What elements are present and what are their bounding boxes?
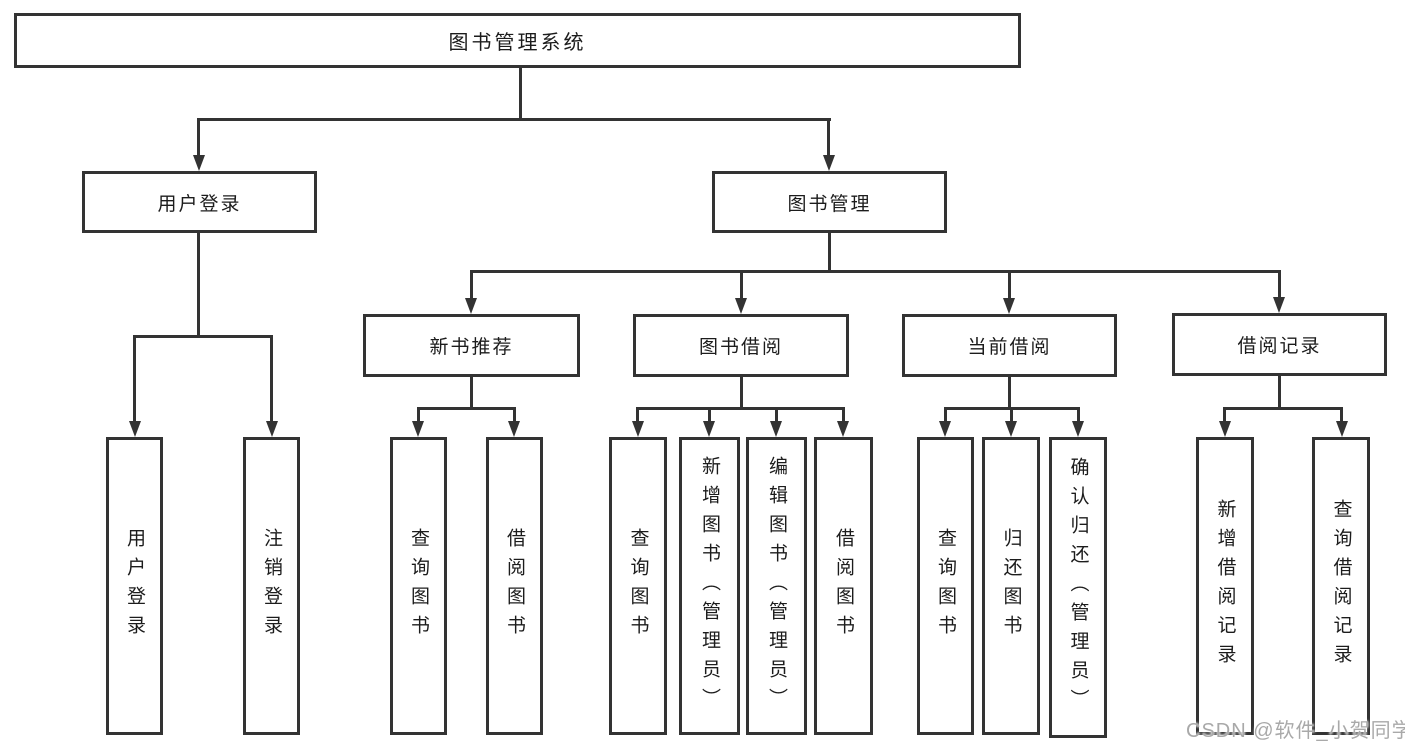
arrow-down-icon [1003, 298, 1015, 314]
arrow-down-icon [1072, 421, 1084, 437]
connector-to-leaf [775, 407, 778, 421]
connector-user-login-stem [197, 233, 200, 335]
connector-to-leaf [513, 407, 516, 421]
leaf-borrow-book: 借阅图书 [814, 437, 873, 735]
arrow-down-icon [703, 421, 715, 437]
node-borrow-records: 借阅记录 [1172, 313, 1387, 376]
leaf-add-borrow-record: 新增借阅记录 [1196, 437, 1254, 735]
leaf-current-query-book: 查询图书 [917, 437, 974, 735]
arrow-down-icon [266, 421, 278, 437]
arrow-down-icon [1219, 421, 1231, 437]
leaf-borrow-query-book: 查询图书 [609, 437, 667, 735]
connector-to-leaf [636, 407, 639, 421]
connector-borrow-records-rail [1223, 407, 1343, 410]
connector-book-borrow-rail [636, 407, 845, 410]
connector-book-borrow-stem [740, 377, 743, 407]
connector-level2-rail [470, 270, 1281, 273]
arrow-down-icon [508, 421, 520, 437]
connector-to-user-login [197, 118, 200, 156]
connector-to-leaf [1077, 407, 1080, 421]
leaf-add-book-admin: 新增图书（管理员） [679, 437, 740, 735]
leaf-return-book: 归还图书 [982, 437, 1040, 735]
connector-to-new-book [470, 270, 473, 298]
connector-to-leaf [417, 407, 420, 421]
arrow-down-icon [939, 421, 951, 437]
connector-level1-rail [197, 118, 831, 121]
node-new-book-recommend: 新书推荐 [363, 314, 580, 377]
arrow-down-icon [735, 298, 747, 314]
connector-to-leaf [1223, 407, 1226, 421]
node-user-login: 用户登录 [82, 171, 317, 233]
node-book-management: 图书管理 [712, 171, 947, 233]
arrow-down-icon [837, 421, 849, 437]
leaf-edit-book-admin: 编辑图书（管理员） [746, 437, 807, 735]
connector-to-book-borrow [740, 270, 743, 298]
connector-to-leaf [1010, 407, 1013, 421]
arrow-down-icon [1336, 421, 1348, 437]
node-book-borrow: 图书借阅 [633, 314, 849, 377]
node-current-borrow: 当前借阅 [902, 314, 1117, 377]
arrow-down-icon [193, 155, 205, 171]
connector-to-leaf [708, 407, 711, 421]
arrow-down-icon [465, 298, 477, 314]
connector-to-leaf [944, 407, 947, 421]
arrow-down-icon [1005, 421, 1017, 437]
arrow-down-icon [129, 421, 141, 437]
connector-to-leaf [270, 335, 273, 421]
arrow-down-icon [823, 155, 835, 171]
connector-to-current-borrow [1008, 270, 1011, 298]
arrow-down-icon [1273, 297, 1285, 313]
connector-to-leaf [133, 335, 136, 421]
connector-book-management-stem [828, 233, 831, 270]
arrow-down-icon [632, 421, 644, 437]
connector-user-login-rail [133, 335, 273, 338]
leaf-logout: 注销登录 [243, 437, 300, 735]
leaf-confirm-return-admin: 确认归还（管理员） [1049, 437, 1107, 738]
connector-to-book-management [827, 118, 830, 156]
connector-new-book-rail [417, 407, 516, 410]
leaf-user-login: 用户登录 [106, 437, 163, 735]
connector-root-stem [519, 68, 522, 118]
connector-to-borrow-records [1278, 270, 1281, 298]
connector-current-borrow-stem [1008, 377, 1011, 407]
connector-to-leaf [842, 407, 845, 421]
connector-borrow-records-stem [1278, 376, 1281, 407]
arrow-down-icon [770, 421, 782, 437]
csdn-watermark: CSDN @软件_小贺同学 [1186, 720, 1405, 742]
leaf-recommend-borrow-book: 借阅图书 [486, 437, 543, 735]
connector-to-leaf [1340, 407, 1343, 421]
leaf-recommend-query-book: 查询图书 [390, 437, 447, 735]
leaf-query-borrow-record: 查询借阅记录 [1312, 437, 1370, 735]
connector-new-book-stem [470, 377, 473, 407]
arrow-down-icon [412, 421, 424, 437]
node-library-management-system: 图书管理系统 [14, 13, 1021, 68]
